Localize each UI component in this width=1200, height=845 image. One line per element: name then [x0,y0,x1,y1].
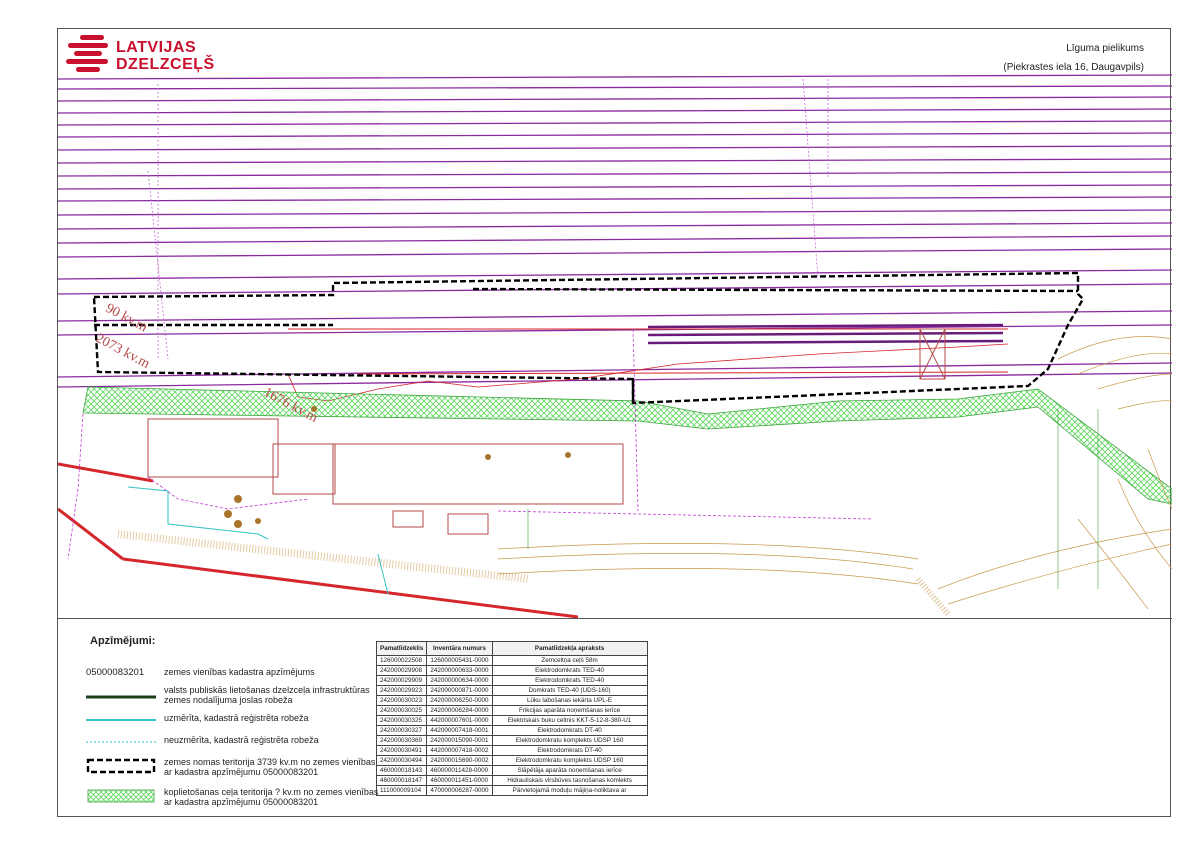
legend-title: Apzīmējumi: [90,635,156,647]
table-cell: Pārvietojamā moduļu mājiņa-noliktava ar [491,785,648,796]
legend-label: valsts publiskās lietošanas dzelzceļa in… [164,685,370,705]
table-cell: Lūku labošanas iekārta UPL-E [491,695,648,706]
legend-item-surveyed-boundary: uzmērīta, kadastrā reģistrēta robeža [86,713,376,735]
asset-table: Pamatlīdzeklis Inventāra numurs Pamatlīd… [375,641,648,796]
address-label: (Piekrastes iela 16, Daugavpils) [1003,62,1144,73]
table-cell: 242000029909 [375,675,428,686]
table-cell: Elektrodomkrats DT-40 [491,725,648,736]
table-cell: 460000011428-0000 [426,765,493,776]
map-legend: Apzīmējumi: 05000083201 zemes vienības k… [78,635,378,807]
shared-road-icon [87,789,155,803]
table-cell: 242000006284-0000 [426,705,493,716]
table-cell: 126000005431-0000 [426,655,493,666]
legend-item-infrastructure-boundary: valsts publiskās lietošanas dzelzceļa in… [86,685,376,707]
table-cell: Elektrodomkrats TED-40 [491,665,648,676]
table-cell: 242000030369 [375,735,428,746]
table-cell: 442000007418-0002 [426,745,493,756]
legend-label: neuzmērīta, kadastrā reģistrēta robeža [164,735,319,745]
table-cell: Hidrauliskais virsbūves tasnošanas komle… [491,775,648,786]
cyan-line-icon [86,719,156,721]
logo-text: LATVIJAS DZELZCEĻŠ [116,39,215,73]
table-cell: Slāpētāja aparāta noņemšanas ierīce [491,765,648,776]
legend-label: koplietošanas ceļa teritorija ? kv.m no … [164,787,379,807]
legend-item-shared-road: koplietošanas ceļa teritorija ? kv.m no … [86,787,378,809]
lease-area-outline [92,271,1085,405]
table-cell: 242000015690-0002 [426,755,493,766]
table-cell: 470000006287-0000 [426,785,493,796]
table-cell: 242000006250-0000 [426,695,493,706]
legend-item-cadastral-number: 05000083201 zemes vienības kadastra apzī… [86,665,376,687]
logo-mark-icon [66,35,108,72]
dark-green-line-icon [86,695,156,699]
table-header-row: Pamatlīdzeklis Inventāra numurs Pamatlīd… [375,641,648,656]
table-cell: 242000030023 [375,695,428,706]
table-cell: Elektrodomkrats DT-40 [491,745,648,756]
table-cell: Frikcijas aparāta noņemšanas ierīce [491,705,648,716]
lease-area-icon [86,758,156,774]
table-cell: Zemceltņa ceļš 58m [491,655,648,666]
table-cell: 242000030491 [375,745,428,756]
cyan-dotted-line-icon [86,741,156,743]
legend-label: uzmērīta, kadastrā reģistrēta robeža [164,713,309,723]
table-cell: 126000022508 [375,655,428,666]
table-cell: 460000018147 [375,775,428,786]
table-cell: Domkrats TED-40 (UDS-160) [491,685,648,696]
table-cell: 242000030494 [375,755,428,766]
column-header: Pamatlīdzekļa apraksts [491,641,648,656]
table-cell: 442000007418-0001 [426,725,493,736]
site-plan-map[interactable]: LATVIJAS DZELZCEĻŠ Līguma pielikums (Pie… [58,29,1172,619]
legend-code: 05000083201 [86,667,145,678]
company-logo: LATVIJAS DZELZCEĻŠ [66,35,214,75]
table-cell: 442000007601-0000 [426,715,493,726]
table-cell: Elektrodomkratu komplekts UDSP 160 [491,735,648,746]
table-cell: 242000000634-0000 [426,675,493,686]
site-plan-drawing [58,74,1172,618]
legend-item-unsurveyed-boundary: neuzmērīta, kadastrā reģistrēta robeža [86,735,376,757]
terrain-contours [497,336,1172,610]
table-cell: 242000030025 [375,705,428,716]
rail-tracks [58,74,1172,388]
title-block: Līguma pielikums (Piekrastes iela 16, Da… [1003,39,1144,77]
logo-line-2: DZELZCEĻŠ [116,56,215,73]
column-header: Inventāra numurs [426,641,493,656]
table-cell: 242000000633-0000 [426,665,493,676]
table-cell: Elektrodomkrats TED-40 [491,675,648,686]
table-cell: 242000015090-0001 [426,735,493,746]
table-cell: 111000009104 [375,785,428,796]
table-cell: 242000030327 [375,725,428,736]
table-cell: 460000018143 [375,765,428,776]
table-cell: 242000029923 [375,685,428,696]
legend-label: zemes vienības kadastra apzīmējums [164,667,315,677]
legend-label: zemes nomas teritorija 3739 kv.m no zeme… [164,757,376,777]
column-header: Pamatlīdzeklis [375,641,428,656]
map-sheet: LATVIJAS DZELZCEĻŠ Līguma pielikums (Pie… [57,28,1172,817]
buildings [147,328,946,535]
document-title: Līguma pielikums [1066,43,1144,54]
table-cell: 242000000871-0000 [426,685,493,696]
table-cell: 242000029908 [375,665,428,676]
legend-item-lease-area: zemes nomas teritorija 3739 kv.m no zeme… [86,757,376,779]
table-cell: Elektrodomkratu komplekts UDSP 160 [491,755,648,766]
shared-road-area [82,386,1172,505]
logo-line-1: LATVIJAS [116,39,197,56]
table-cell: Elektriskais buku celtnis KKT-5-12-8-380… [491,715,648,726]
table-cell: 242000030325 [375,715,428,726]
table-cell: 460000011451-0000 [426,775,493,786]
